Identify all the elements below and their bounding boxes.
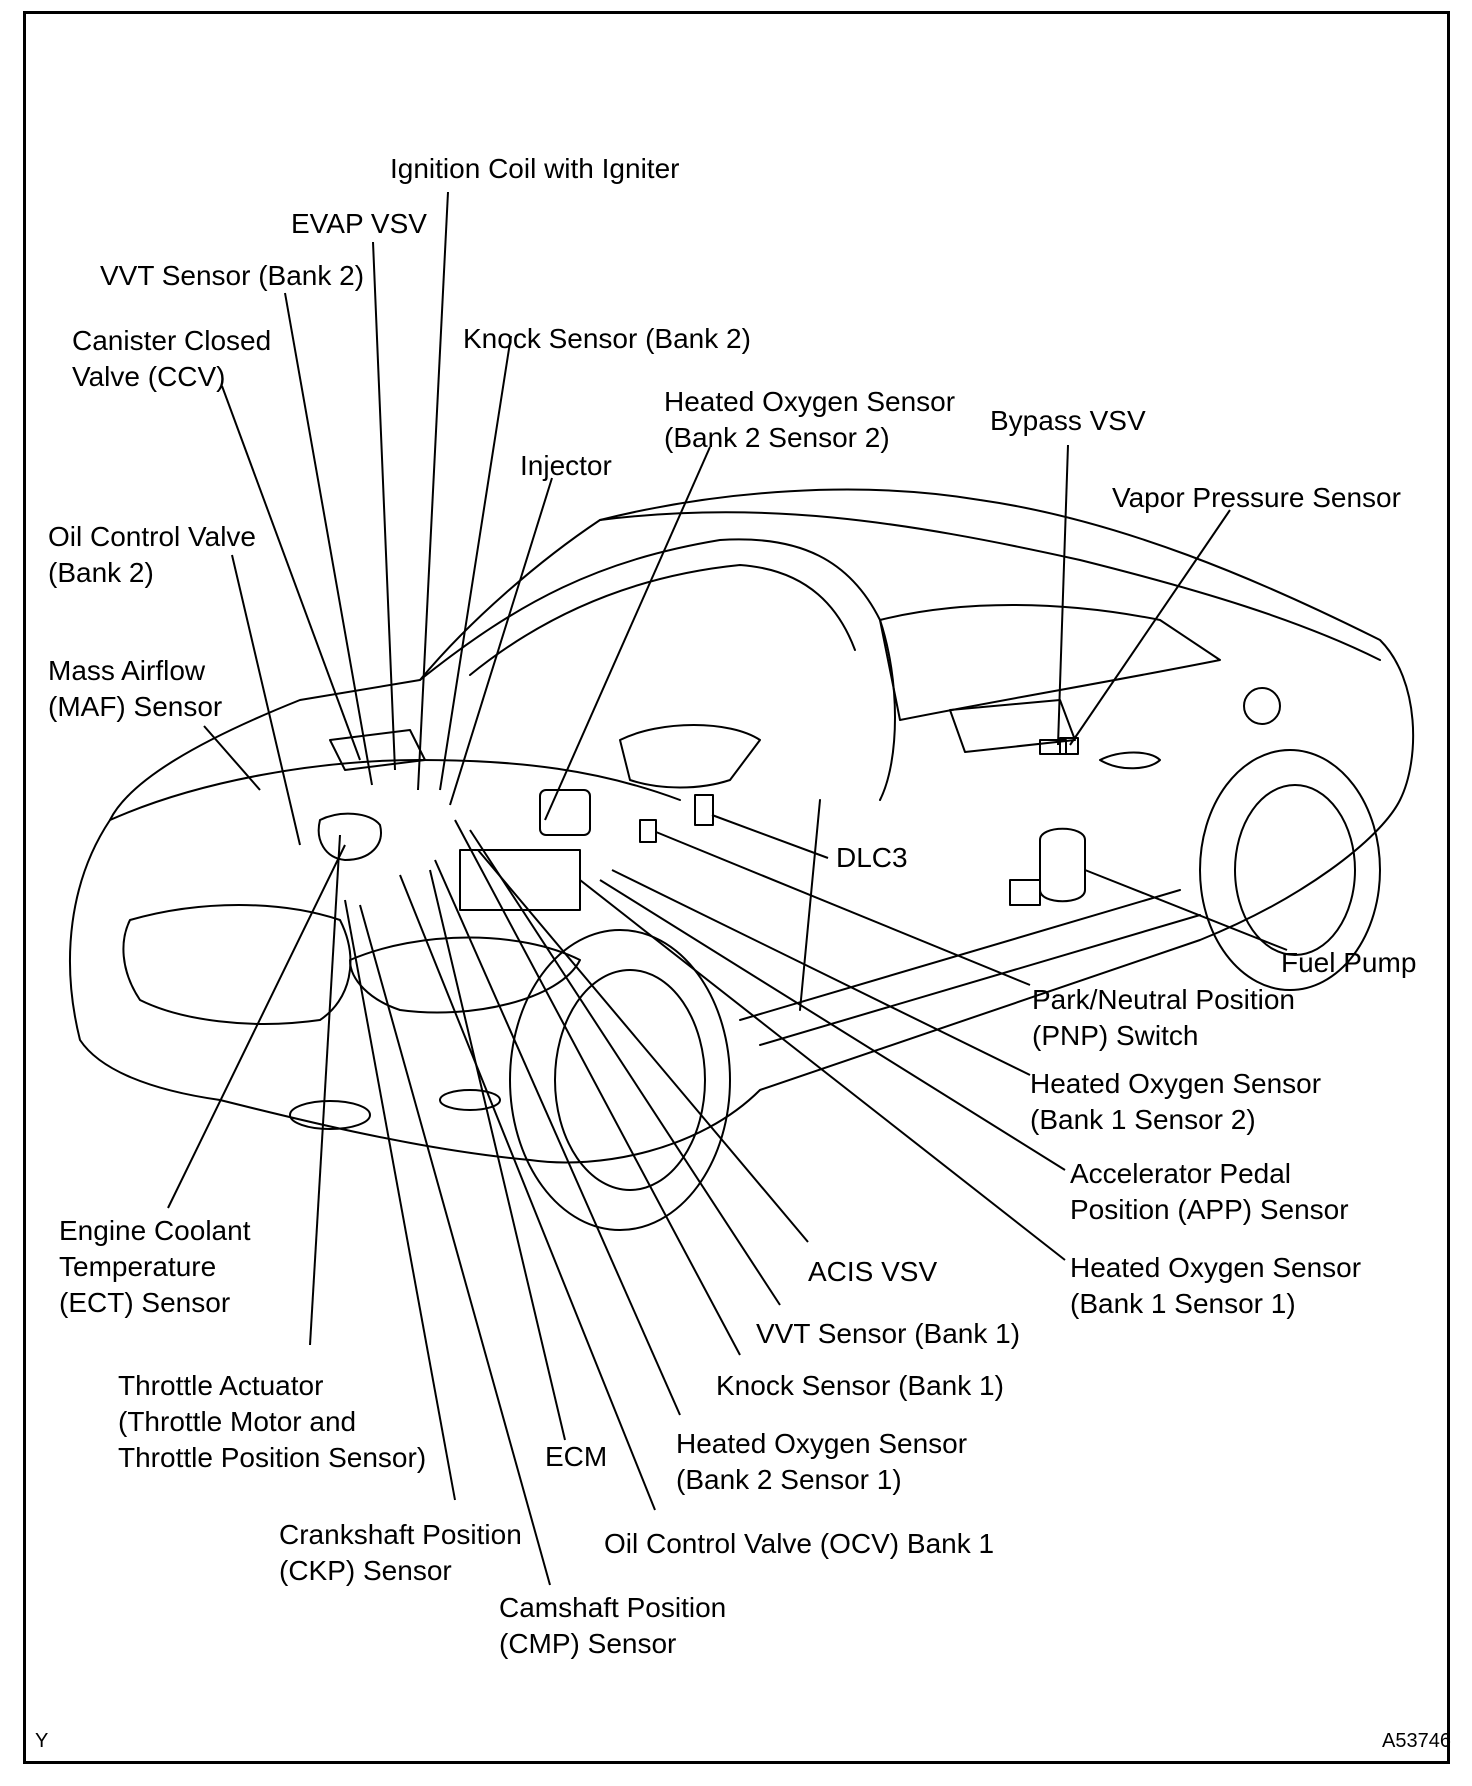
label-ignition-coil-with-igniter: Ignition Coil with Igniter — [390, 153, 680, 184]
leader-ho2-b2s2 — [544, 446, 711, 821]
leader-knock-bank2 — [439, 335, 512, 791]
leader-ect — [167, 844, 346, 1209]
grille — [122, 904, 352, 1025]
label-fuel-pump: Fuel Pump — [1281, 947, 1417, 978]
air-cleaner — [329, 729, 426, 771]
label-vvt-sensor-bank2: VVT Sensor (Bank 2) — [100, 260, 365, 291]
label-vapor-pressure-sensor: Vapor Pressure Sensor — [1112, 482, 1401, 513]
leader-ho2-b2s1 — [434, 859, 681, 1416]
roof-line — [599, 511, 1381, 661]
label-oil-control-valve-bank1: Oil Control Valve (OCV) Bank 1 — [604, 1528, 995, 1559]
side-sill-lower — [759, 914, 1201, 1046]
label-knock-sensor-bank1: Knock Sensor (Bank 1) — [716, 1370, 1004, 1401]
leader-pnp — [655, 831, 1031, 986]
leader-knock-bank1 — [454, 819, 741, 1356]
front-wheel-outer — [509, 929, 731, 1231]
rear-wheel-outer — [1199, 749, 1381, 991]
door-handle — [1099, 751, 1161, 770]
windshield-inner — [469, 564, 856, 676]
label-oil-control-valve-bank2: Oil Control Valve(Bank 2) — [48, 521, 257, 588]
fuel-door — [1243, 687, 1281, 725]
front-wheel-inner — [554, 969, 706, 1191]
label-vvt-sensor-bank1: VVT Sensor (Bank 1) — [756, 1318, 1021, 1349]
leader-app — [599, 879, 1066, 1171]
leader-acis — [477, 849, 809, 1243]
label-ecm: ECM — [545, 1441, 608, 1472]
label-bypass-vsv: Bypass VSV — [990, 405, 1146, 436]
label-crankshaft-position-sensor: Crankshaft Position(CKP) Sensor — [279, 1519, 522, 1586]
label-acis-vsv: ACIS VSV — [808, 1256, 938, 1287]
label-ho2-bank2-sensor1: Heated Oxygen Sensor(Bank 2 Sensor 1) — [676, 1428, 968, 1495]
throttle-body — [317, 812, 382, 861]
leader-ecm — [429, 869, 566, 1441]
bypass-vsv-box — [1059, 737, 1079, 755]
label-injector: Injector — [520, 450, 612, 481]
leader-maf — [203, 725, 261, 791]
dlc3-connector — [694, 794, 714, 826]
leader-ho2-b1s1 — [579, 879, 1066, 1261]
leader-ocv-bank2 — [231, 554, 301, 846]
leader-fuel-pump — [1084, 869, 1288, 951]
canister — [949, 699, 1076, 753]
door-line — [799, 799, 821, 1011]
fog-light — [289, 1100, 371, 1130]
leader-injector — [449, 477, 553, 806]
leader-ho2-b1s2 — [611, 869, 1031, 1076]
label-ho2-bank1-sensor2: Heated Oxygen Sensor(Bank 1 Sensor 2) — [1030, 1068, 1322, 1135]
leader-ccv — [221, 385, 361, 761]
windshield — [419, 538, 896, 801]
fuel-pump-body — [1039, 827, 1086, 903]
pnp-switch — [639, 819, 657, 843]
fuel-pump-base — [1009, 879, 1041, 906]
front-marker — [439, 1089, 501, 1111]
car-body-outline — [69, 488, 1415, 1164]
leader-throttle — [309, 834, 341, 1346]
label-camshaft-position-sensor: Camshaft Position(CMP) Sensor — [499, 1592, 727, 1659]
leader-ckp — [344, 899, 456, 1501]
label-maf-sensor: Mass Airflow(MAF) Sensor — [48, 655, 223, 722]
leader-cmp — [359, 904, 551, 1586]
corner-code-left: Y — [35, 1730, 49, 1752]
label-ho2-bank1-sensor1: Heated Oxygen Sensor(Bank 1 Sensor 1) — [1070, 1252, 1362, 1319]
diagram-frame — [23, 11, 1450, 1764]
leader-vvt-bank1 — [469, 829, 781, 1306]
side-sill — [739, 889, 1181, 1021]
leader-vvt-bank2 — [284, 292, 373, 786]
leader-evap-vsv — [372, 241, 396, 771]
hood-scoop — [619, 724, 761, 789]
vapor-sensor-box — [1039, 739, 1067, 755]
figure-id: A53746 — [1382, 1730, 1451, 1752]
battery — [539, 789, 591, 836]
leader-dlc3 — [711, 814, 829, 859]
rear-wheel-inner — [1234, 784, 1356, 956]
label-dlc3: DLC3 — [836, 842, 908, 873]
leader-ignition-coil — [417, 191, 449, 791]
leader-vapor-pressure — [1069, 509, 1231, 746]
side-window — [879, 604, 1221, 721]
headlight — [349, 936, 581, 1014]
label-knock-sensor-bank2: Knock Sensor (Bank 2) — [463, 323, 751, 354]
label-pnp-switch: Park/Neutral Position(PNP) Switch — [1032, 984, 1296, 1051]
leader-bypass-vsv — [1057, 444, 1069, 746]
label-evap-vsv: EVAP VSV — [291, 208, 427, 239]
leader-ocv-bank1 — [399, 874, 656, 1511]
label-ho2-bank2-sensor2: Heated Oxygen Sensor(Bank 2 Sensor 2) — [664, 386, 956, 453]
